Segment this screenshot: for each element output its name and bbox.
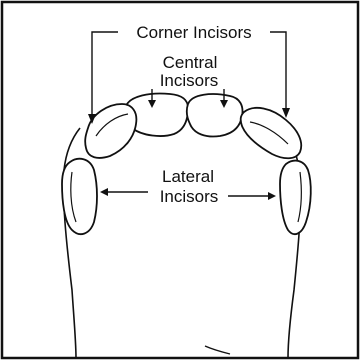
lateral-incisor-left bbox=[62, 159, 97, 234]
corner-incisor-right bbox=[241, 108, 302, 158]
corner-arrowhead-right bbox=[282, 108, 290, 118]
lateral-incisors-label-line2: Incisors bbox=[160, 187, 219, 206]
corner-incisors-label: Corner Incisors bbox=[136, 23, 251, 42]
central-incisor-right bbox=[187, 94, 243, 136]
corner-incisor-left bbox=[85, 104, 136, 158]
corner-leader-right bbox=[270, 32, 286, 114]
lower-gum-curve bbox=[205, 346, 230, 354]
central-incisors-label-line2: Incisors bbox=[160, 71, 219, 90]
lateral-arrowhead-right bbox=[268, 192, 276, 200]
lateral-arrowhead-left bbox=[100, 188, 108, 196]
central-incisors-label-line1: Central bbox=[163, 53, 218, 72]
lateral-incisor-right bbox=[280, 161, 311, 235]
lateral-incisors-label-line1: Lateral bbox=[162, 167, 214, 186]
